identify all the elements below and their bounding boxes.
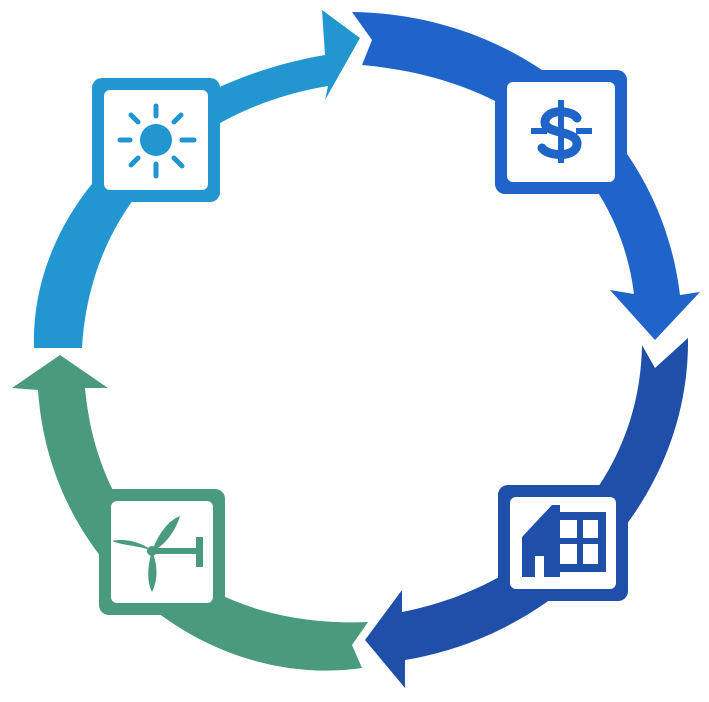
sun-icon-box bbox=[92, 78, 220, 202]
house-icon-box bbox=[498, 485, 628, 601]
dollar-icon-box bbox=[495, 70, 627, 194]
wind-turbine-icon-box bbox=[99, 489, 225, 615]
arrow-segment-house bbox=[365, 338, 689, 688]
arrow-segment-sun bbox=[33, 10, 361, 348]
wind-turbine-icon bbox=[112, 516, 203, 592]
sun-icon bbox=[117, 103, 197, 179]
dollar-icon bbox=[531, 100, 592, 163]
house-icon bbox=[522, 505, 606, 577]
